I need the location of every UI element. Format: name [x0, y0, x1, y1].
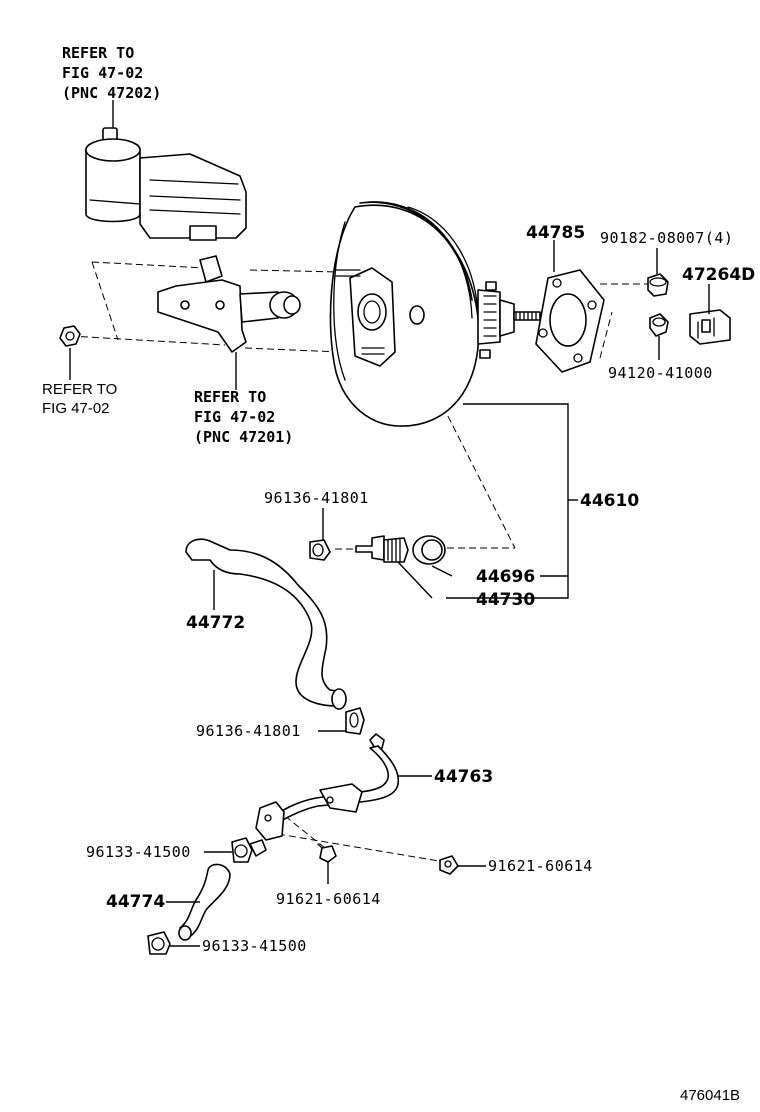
figure-code: 476041B — [680, 1087, 740, 1104]
master-cylinder-nut[interactable] — [59, 325, 81, 347]
small-hose-clip-top[interactable] — [231, 837, 267, 863]
mc-ref-line1[interactable]: REFER TO — [194, 388, 266, 406]
part-label-47264D[interactable]: 47264D — [682, 265, 755, 285]
reservoir-ref-line2[interactable]: FIG 47-02 — [62, 64, 143, 82]
part-label-44696[interactable]: 44696 — [476, 567, 535, 587]
part-label-96136-mid[interactable]: 96136-41801 — [196, 722, 301, 740]
check-valve[interactable] — [355, 535, 409, 563]
part-label-96133-bottom[interactable]: 96133-41500 — [202, 937, 307, 955]
leader-44610 — [446, 403, 569, 599]
reservoir-ref-line1[interactable]: REFER TO — [62, 44, 134, 62]
booster-lock-nut[interactable] — [649, 313, 669, 337]
reservoir-tank[interactable] — [85, 127, 247, 241]
part-label-44610[interactable]: 44610 — [580, 491, 639, 511]
mc-ref-line3[interactable]: (PNC 47201) — [194, 428, 293, 446]
part-label-94120[interactable]: 94120-41000 — [608, 364, 713, 382]
part-label-44763[interactable]: 44763 — [434, 767, 493, 787]
master-cylinder-reference: REFER TO FIG 47-02 (PNC 47201) — [194, 388, 293, 446]
grommet[interactable] — [412, 535, 446, 565]
reservoir-ref-line3[interactable]: (PNC 47202) — [62, 84, 161, 102]
part-label-96133-top[interactable]: 96133-41500 — [86, 843, 191, 861]
vacuum-union-tube[interactable] — [255, 733, 400, 841]
left-nut-reference: REFER TO FIG 47-02 — [42, 381, 117, 417]
small-hose[interactable] — [178, 863, 231, 941]
part-label-90182[interactable]: 90182-08007(4) — [600, 229, 733, 247]
reservoir-reference: REFER TO FIG 47-02 (PNC 47202) — [62, 44, 161, 102]
left-nut-ref-line2[interactable]: FIG 47-02 — [42, 400, 110, 417]
booster-gasket[interactable] — [535, 269, 605, 373]
left-nut-ref-line1[interactable]: REFER TO — [42, 381, 117, 398]
hose-clip-mid[interactable] — [345, 707, 365, 735]
bolt-b[interactable] — [439, 855, 459, 875]
part-label-91621-b[interactable]: 91621-60614 — [488, 857, 593, 875]
small-hose-clip-bottom[interactable] — [147, 931, 171, 955]
part-label-96136-top[interactable]: 96136-41801 — [264, 489, 369, 507]
part-label-91621-a[interactable]: 91621-60614 — [276, 890, 381, 908]
part-label-44730[interactable]: 44730 — [476, 590, 535, 610]
mc-ref-line2[interactable]: FIG 47-02 — [194, 408, 275, 426]
part-label-44785[interactable]: 44785 — [526, 223, 585, 243]
hose-clip-top[interactable] — [309, 539, 331, 561]
clevis[interactable] — [689, 309, 731, 345]
assembly-dashed-lines — [69, 261, 655, 863]
bolt-a[interactable] — [317, 843, 337, 863]
part-label-44772[interactable]: 44772 — [186, 613, 245, 633]
brake-booster[interactable] — [329, 201, 541, 427]
part-label-44774[interactable]: 44774 — [106, 892, 165, 912]
master-cylinder[interactable] — [157, 255, 301, 353]
booster-nut[interactable] — [647, 273, 669, 297]
vacuum-hose[interactable] — [185, 538, 347, 710]
